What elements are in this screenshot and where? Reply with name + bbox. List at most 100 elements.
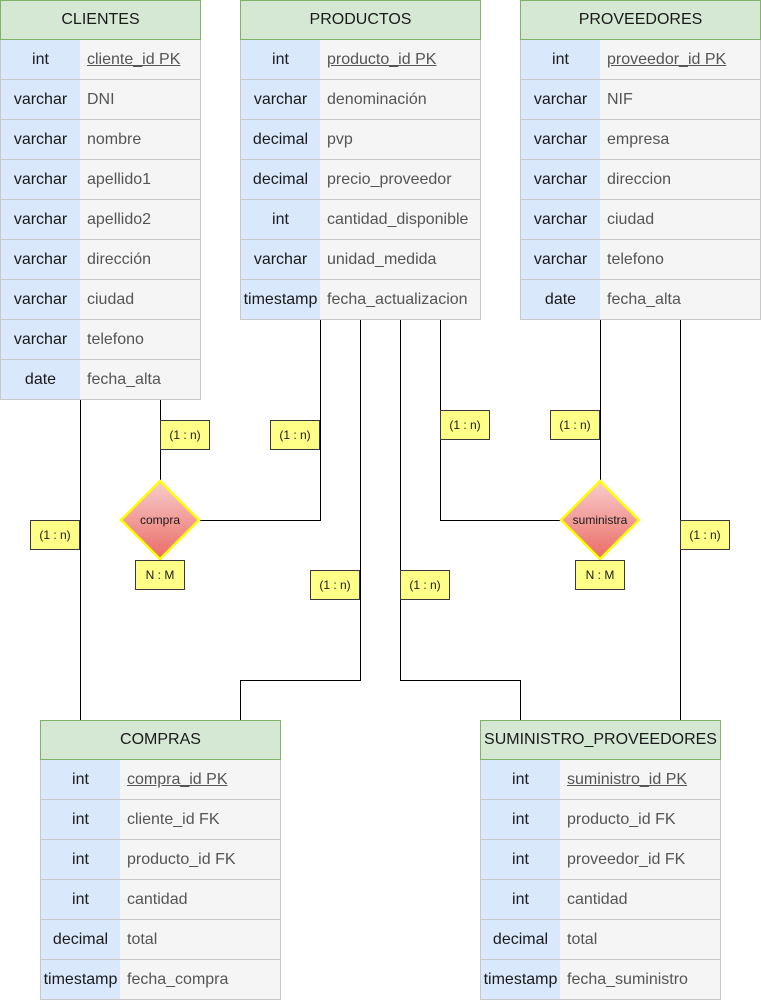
field-type: date <box>0 360 80 400</box>
entity-suministro-proveedores: SUMINISTRO_PROVEEDORES int suministro_id… <box>480 720 721 1000</box>
cardinality-label-productos-suministro: (1 : n) <box>400 570 450 600</box>
table-row: int suministro_id PK <box>480 760 721 800</box>
relationship-diamond-compra <box>119 479 201 561</box>
table-row: decimal pvp <box>240 120 481 160</box>
table-row: timestamp fecha_compra <box>40 960 281 1000</box>
line-productos-compra <box>200 320 321 521</box>
field-type: varchar <box>0 80 80 120</box>
entity-compras: COMPRAS int compra_id PK int cliente_id … <box>40 720 281 1000</box>
table-row: int cantidad_disponible <box>240 200 481 240</box>
field-type: varchar <box>520 80 600 120</box>
field-name: suministro_id PK <box>560 760 721 800</box>
field-name: cantidad <box>560 880 721 920</box>
field-type: varchar <box>240 80 320 120</box>
table-row: varchar dirección <box>0 240 201 280</box>
table-row: int proveedor_id PK <box>520 40 761 80</box>
table-row: int cantidad <box>480 880 721 920</box>
relationship-diamond-suministra <box>559 479 641 561</box>
field-name: proveedor_id PK <box>600 40 761 80</box>
table-row: varchar denominación <box>240 80 481 120</box>
field-type: varchar <box>520 200 600 240</box>
table-row: varchar direccion <box>520 160 761 200</box>
table-row: timestamp fecha_actualizacion <box>240 280 481 320</box>
field-name: cliente_id PK <box>80 40 201 80</box>
relationship-suministra-label: suministra <box>572 513 628 527</box>
table-row: int cantidad <box>40 880 281 920</box>
field-name: fecha_compra <box>120 960 281 1000</box>
field-type: int <box>0 40 80 80</box>
field-type: int <box>520 40 600 80</box>
field-type: int <box>40 880 120 920</box>
field-name: compra_id PK <box>120 760 281 800</box>
field-name: total <box>120 920 281 960</box>
field-type: int <box>480 760 560 800</box>
table-row: varchar apellido2 <box>0 200 201 240</box>
table-row: varchar telefono <box>520 240 761 280</box>
field-name: total <box>560 920 721 960</box>
field-type: varchar <box>0 280 80 320</box>
line-productos-suministra <box>440 320 560 521</box>
field-type: varchar <box>0 320 80 360</box>
relationship-suministra-cardinality: N : M <box>575 560 625 590</box>
field-type: varchar <box>520 120 600 160</box>
cardinality-label-productos-suministra: (1 : n) <box>440 410 490 440</box>
field-type: varchar <box>0 240 80 280</box>
field-type: decimal <box>240 160 320 200</box>
field-type: varchar <box>240 240 320 280</box>
field-type: int <box>240 200 320 240</box>
table-row: int cliente_id PK <box>0 40 201 80</box>
entity-productos-title: PRODUCTOS <box>240 0 481 40</box>
field-name: fecha_actualizacion <box>320 280 481 320</box>
table-row: decimal total <box>480 920 721 960</box>
field-type: int <box>240 40 320 80</box>
cardinality-label-clientes-compras: (1 : n) <box>30 520 80 550</box>
cardinality-label-proveedores-suministra: (1 : n) <box>550 410 600 440</box>
field-name: cantidad_disponible <box>320 200 481 240</box>
field-name: fecha_alta <box>600 280 761 320</box>
field-type: timestamp <box>480 960 560 1000</box>
line-productos-compras <box>240 320 361 720</box>
field-name: ciudad <box>600 200 761 240</box>
table-row: timestamp fecha_suministro <box>480 960 721 1000</box>
table-row: varchar telefono <box>0 320 201 360</box>
field-name: nombre <box>80 120 201 160</box>
entity-clientes: CLIENTES int cliente_id PK varchar DNI v… <box>0 0 201 400</box>
field-type: varchar <box>520 160 600 200</box>
relationship-compra-label: compra <box>139 513 180 527</box>
field-name: apellido1 <box>80 160 201 200</box>
table-row: int producto_id PK <box>240 40 481 80</box>
field-name: cliente_id FK <box>120 800 281 840</box>
table-row: date fecha_alta <box>520 280 761 320</box>
cardinality-label-productos-compras: (1 : n) <box>310 570 360 600</box>
table-row: int producto_id FK <box>40 840 281 880</box>
field-name: proveedor_id FK <box>560 840 721 880</box>
field-name: empresa <box>600 120 761 160</box>
field-name: fecha_alta <box>80 360 201 400</box>
field-type: varchar <box>0 160 80 200</box>
field-name: ciudad <box>80 280 201 320</box>
field-type: decimal <box>40 920 120 960</box>
field-type: int <box>40 840 120 880</box>
field-type: varchar <box>0 200 80 240</box>
table-row: decimal precio_proveedor <box>240 160 481 200</box>
entity-productos: PRODUCTOS int producto_id PK varchar den… <box>240 0 481 320</box>
table-row: int producto_id FK <box>480 800 721 840</box>
field-type: varchar <box>0 120 80 160</box>
field-name: cantidad <box>120 880 281 920</box>
field-name: direccion <box>600 160 761 200</box>
field-type: timestamp <box>40 960 120 1000</box>
field-type: int <box>40 760 120 800</box>
field-type: int <box>480 800 560 840</box>
table-row: varchar apellido1 <box>0 160 201 200</box>
field-name: producto_id FK <box>560 800 721 840</box>
entity-proveedores-title: PROVEEDORES <box>520 0 761 40</box>
field-type: int <box>40 800 120 840</box>
table-row: date fecha_alta <box>0 360 201 400</box>
entity-suministro-proveedores-title: SUMINISTRO_PROVEEDORES <box>480 720 721 760</box>
cardinality-label-clientes-compra: (1 : n) <box>160 420 210 450</box>
table-row: varchar ciudad <box>520 200 761 240</box>
table-row: varchar unidad_medida <box>240 240 481 280</box>
table-row: int cliente_id FK <box>40 800 281 840</box>
field-name: producto_id PK <box>320 40 481 80</box>
table-row: varchar nombre <box>0 120 201 160</box>
